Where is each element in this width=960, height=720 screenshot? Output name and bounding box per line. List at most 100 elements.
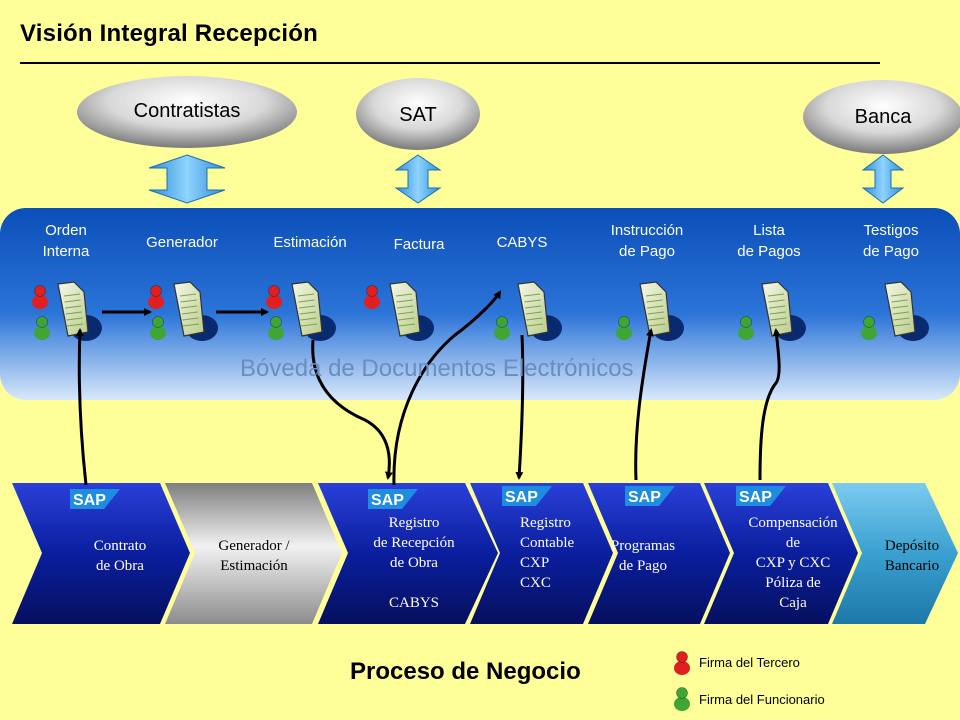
process-step-programas-shape — [588, 483, 730, 624]
process-step-line: de Obra — [96, 558, 144, 574]
process-step-line: de — [785, 535, 801, 551]
vault-doc-label-line: CABYS — [496, 234, 548, 251]
person-green-icon — [34, 316, 50, 340]
sap-logo-text: SAP — [73, 492, 106, 509]
vault-title: Bóveda de Documentos Electrónicos — [240, 355, 634, 382]
document-icon — [884, 281, 929, 341]
connector-registro-factura — [392, 290, 502, 486]
vault-doc-label-7: Testigos de Pago — [831, 220, 951, 262]
sap-logo-text: SAP — [628, 489, 661, 506]
process-step-registro-recepcion-shape — [318, 483, 498, 624]
title-divider — [20, 62, 880, 64]
process-step-deposito-shape — [832, 483, 958, 624]
vault-doc-label-line: Instrucción — [610, 222, 684, 239]
person-red-icon — [266, 285, 282, 309]
document-icon — [389, 281, 434, 341]
double-arrow-banca — [861, 154, 905, 204]
document-icon — [173, 281, 218, 341]
ellipse-sat — [356, 78, 480, 150]
person-red-icon — [364, 285, 380, 309]
process-step-registro-contable-shape — [470, 483, 613, 624]
connector-compensacion-lista — [758, 328, 781, 481]
legend-tercero-label: Firma del Tercero — [699, 655, 800, 670]
sap-logo-text: SAP — [371, 492, 404, 509]
process-step-line: CXP — [520, 555, 550, 571]
vault-doc-label-line: Factura — [393, 236, 445, 253]
document-icon — [639, 281, 684, 341]
process-step-line: de Pago — [619, 558, 667, 574]
party-contratistas-label: Contratistas — [133, 100, 241, 122]
process-step-line: Registro — [388, 515, 440, 531]
ellipse-contratistas — [77, 76, 297, 148]
process-step-line: Póliza de — [765, 575, 821, 591]
process-step-contrato-shape — [12, 483, 190, 624]
document-icon — [57, 281, 102, 341]
process-step-generador-shape — [165, 483, 342, 624]
connector-contrato-orden — [75, 328, 88, 486]
page-title: Visión Integral Recepción — [20, 20, 318, 47]
connector-estimacion-registro — [311, 339, 393, 480]
process-step-label-0: Contrato de Obra — [60, 536, 180, 576]
vault-doc-label-line: Lista — [753, 222, 785, 239]
vault-doc-label-5: Instrucción de Pago — [587, 220, 707, 262]
process-title: Proceso de Negocio — [350, 658, 581, 685]
document-vault — [0, 208, 960, 400]
person-green-icon — [150, 316, 166, 340]
process-step-line: Programas — [610, 538, 676, 554]
legend-funcionario-label: Firma del Funcionario — [699, 692, 825, 707]
party-banca-label: Banca — [854, 106, 912, 128]
person-green-icon — [494, 316, 510, 340]
vault-doc-label-line: Estimación — [273, 234, 347, 251]
person-red-icon — [32, 285, 48, 309]
connector-cabys-registro-contable — [515, 334, 525, 480]
document-icon — [291, 281, 336, 341]
vault-doc-label-line: de Pagos — [737, 243, 801, 260]
vault-doc-label-1: Generador — [122, 232, 242, 253]
process-step-line: CXP y CXC — [755, 555, 831, 571]
sap-logo: SAP — [502, 486, 552, 506]
person-green-icon — [674, 687, 690, 711]
ellipse-banca — [803, 80, 960, 154]
process-step-line: de Obra — [390, 555, 438, 571]
double-arrow-sat — [394, 154, 442, 204]
process-step-line: Contable — [520, 535, 575, 551]
person-red-icon — [148, 285, 164, 309]
vault-doc-label-line: Orden — [45, 222, 87, 239]
process-step-label-1: Generador /Estimación — [194, 536, 314, 576]
sap-logo: SAP — [625, 486, 675, 506]
person-green-icon — [616, 316, 632, 340]
vault-doc-label-line: Interna — [42, 243, 90, 260]
process-step-line: CXC — [520, 575, 551, 591]
vault-doc-label-line: de Pago — [863, 243, 919, 260]
sap-logo-text: SAP — [505, 489, 538, 506]
document-icon — [517, 281, 562, 341]
vault-doc-label-6: Lista de Pagos — [709, 220, 829, 262]
process-step-line: Registro — [520, 515, 571, 531]
person-green-icon — [738, 316, 754, 340]
sap-logo: SAP — [70, 489, 120, 509]
process-step-line: Contrato — [93, 538, 147, 554]
process-step-line: de Recepción — [373, 535, 455, 551]
vault-doc-label-line: Testigos — [863, 222, 919, 239]
person-red-icon — [674, 651, 690, 675]
vault-doc-label-2: Estimación — [250, 232, 370, 253]
process-step-line: Compensación — [748, 515, 838, 531]
vault-doc-label-3: Factura — [359, 234, 479, 255]
person-green-icon — [861, 316, 877, 340]
process-step-label-4: Programas de Pago — [583, 536, 703, 576]
process-step-line: Estimación — [220, 558, 288, 574]
process-step-line: Depósito — [884, 538, 940, 554]
person-green-icon — [268, 316, 284, 340]
process-step-line: Bancario — [884, 558, 940, 574]
document-icon — [761, 281, 806, 341]
sap-logo: SAP — [368, 489, 418, 509]
double-arrow-contratistas — [148, 154, 226, 204]
vault-doc-label-line: de Pago — [619, 243, 675, 260]
process-step-compensacion-shape — [704, 483, 858, 624]
